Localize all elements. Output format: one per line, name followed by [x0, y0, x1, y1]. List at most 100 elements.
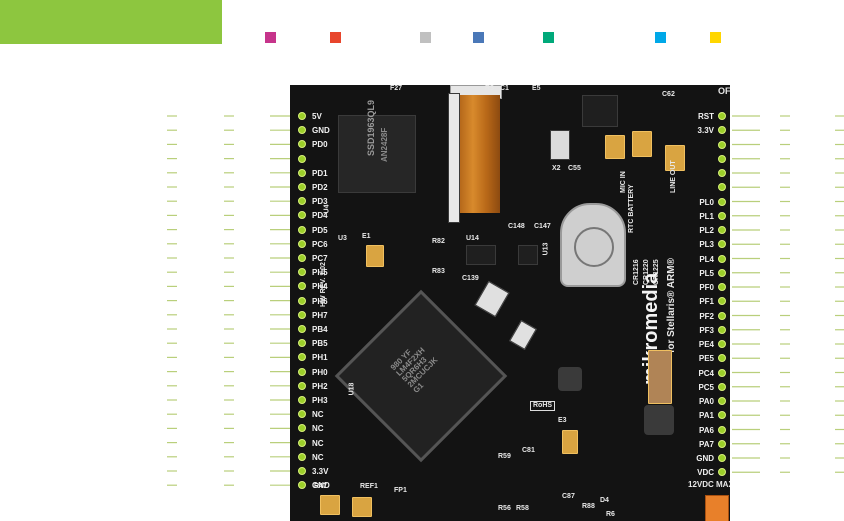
label-r3: R3: [485, 85, 494, 92]
right-pin-label: PA1: [699, 411, 714, 421]
capacitor-bottom-1: [320, 495, 340, 515]
left-pin: [298, 225, 306, 234]
left-pin-label: NC: [312, 438, 324, 448]
right-pin-label: PF2: [699, 311, 714, 321]
left-pin: [298, 254, 306, 262]
right-pin: [718, 325, 726, 334]
header-tab: [0, 0, 222, 44]
label-e3: E3: [558, 417, 567, 424]
left-pin-label: GND: [312, 481, 330, 491]
left-pin: [298, 367, 306, 376]
label-c87: C87: [562, 493, 575, 500]
left-pin: [298, 126, 306, 135]
right-pin: [718, 140, 726, 149]
line-out-label: LINE OUT: [670, 160, 677, 193]
right-pin: [718, 211, 726, 220]
left-pin: [298, 239, 306, 248]
crystal-x2: [550, 130, 570, 160]
right-pin: [718, 382, 726, 391]
left-pin: [298, 296, 306, 305]
right-leader-lines: [732, 115, 844, 473]
right-pin-label: 3.3V: [697, 126, 714, 136]
right-pin: [718, 425, 726, 434]
left-pin-label: PH3: [312, 396, 328, 405]
left-pin-label: PH6: [312, 296, 328, 306]
right-pin: [718, 439, 726, 448]
label-e5: E5: [532, 85, 541, 92]
right-pin: [718, 397, 726, 405]
right-pin: [718, 297, 726, 306]
fpc-bracket-left: [448, 93, 460, 223]
label-c81: C81: [522, 447, 535, 454]
right-pin-label: RST: [698, 112, 714, 121]
left-pin: [298, 381, 306, 390]
left-pin: [298, 140, 306, 149]
left-pin: [298, 438, 306, 447]
right-pin-label: PC4: [698, 368, 714, 378]
left-pin: [298, 325, 306, 333]
right-pin-label: PC5: [698, 382, 714, 392]
left-pin: [298, 396, 306, 404]
right-pin: [718, 283, 726, 291]
left-pin-label: PD4: [312, 211, 328, 221]
label-u3: U3: [338, 235, 347, 242]
right-pin: [718, 268, 726, 277]
left-pin-label: 3.3V: [312, 467, 329, 476]
left-pin-label: PH2: [312, 381, 328, 391]
left-pin-label: PC6: [312, 239, 328, 249]
capacitor-e1: [366, 245, 384, 267]
label-u13: U13: [542, 242, 550, 256]
label-c62: C62: [662, 91, 675, 98]
label-r47: R47: [314, 483, 327, 490]
left-pin: [298, 282, 306, 291]
battery-holder: [560, 203, 626, 287]
right-pin: [718, 468, 726, 477]
label-r56: R56: [498, 505, 511, 512]
right-pin-label: PA6: [699, 425, 714, 435]
left-pin-label: NC: [312, 452, 324, 462]
label-r88: R88: [582, 503, 595, 510]
left-pin-label: GND: [312, 126, 330, 136]
left-pin: [298, 168, 306, 177]
label-x2: X2: [552, 165, 561, 172]
right-pin: [718, 183, 726, 192]
ic-u14: [466, 245, 496, 265]
left-pin: [298, 154, 306, 163]
right-pin-label: PF0: [699, 283, 714, 292]
capacitor-e3: [562, 430, 578, 454]
left-pin-label: PH0: [312, 367, 328, 377]
right-pin: [718, 169, 726, 177]
power-rating-label: 12VDC MAX: [688, 480, 730, 489]
label-r83: R83: [432, 268, 445, 275]
right-pin-label: PL4: [699, 254, 714, 264]
mic-in-label: MIC IN: [620, 171, 627, 193]
legend-swatch-red: [330, 32, 341, 43]
right-pin: [718, 112, 726, 120]
ic-u4-text-1: SSD1963QL9: [366, 99, 376, 156]
label-ref1: REF1: [360, 483, 378, 490]
right-pin: [718, 197, 726, 206]
small-ic-top: [582, 95, 618, 127]
left-pin-label: PD3: [312, 197, 328, 207]
left-pin-label: NC: [312, 410, 324, 420]
capacitor-e2: [605, 135, 625, 159]
power-terminal: [705, 495, 729, 521]
right-pin: [718, 354, 726, 363]
label-u18: U18: [348, 382, 356, 396]
label-r58: R58: [516, 505, 529, 512]
left-pin-label: 5V: [312, 112, 322, 121]
ic-u13: [518, 245, 538, 265]
capacitor-e6: [665, 145, 685, 171]
label-d4: D4: [600, 497, 609, 504]
inductor-2: [644, 405, 674, 435]
left-pin: [298, 481, 306, 490]
right-pin: [718, 368, 726, 377]
right-pin-label: PL0: [699, 197, 714, 207]
right-pin-label: PE5: [698, 354, 714, 364]
right-pin-label: VDC: [697, 468, 714, 478]
right-pin: [718, 126, 726, 135]
legend-swatch-blue: [473, 32, 484, 43]
right-pin-label: PA0: [699, 397, 714, 406]
left-pin: [298, 410, 306, 419]
